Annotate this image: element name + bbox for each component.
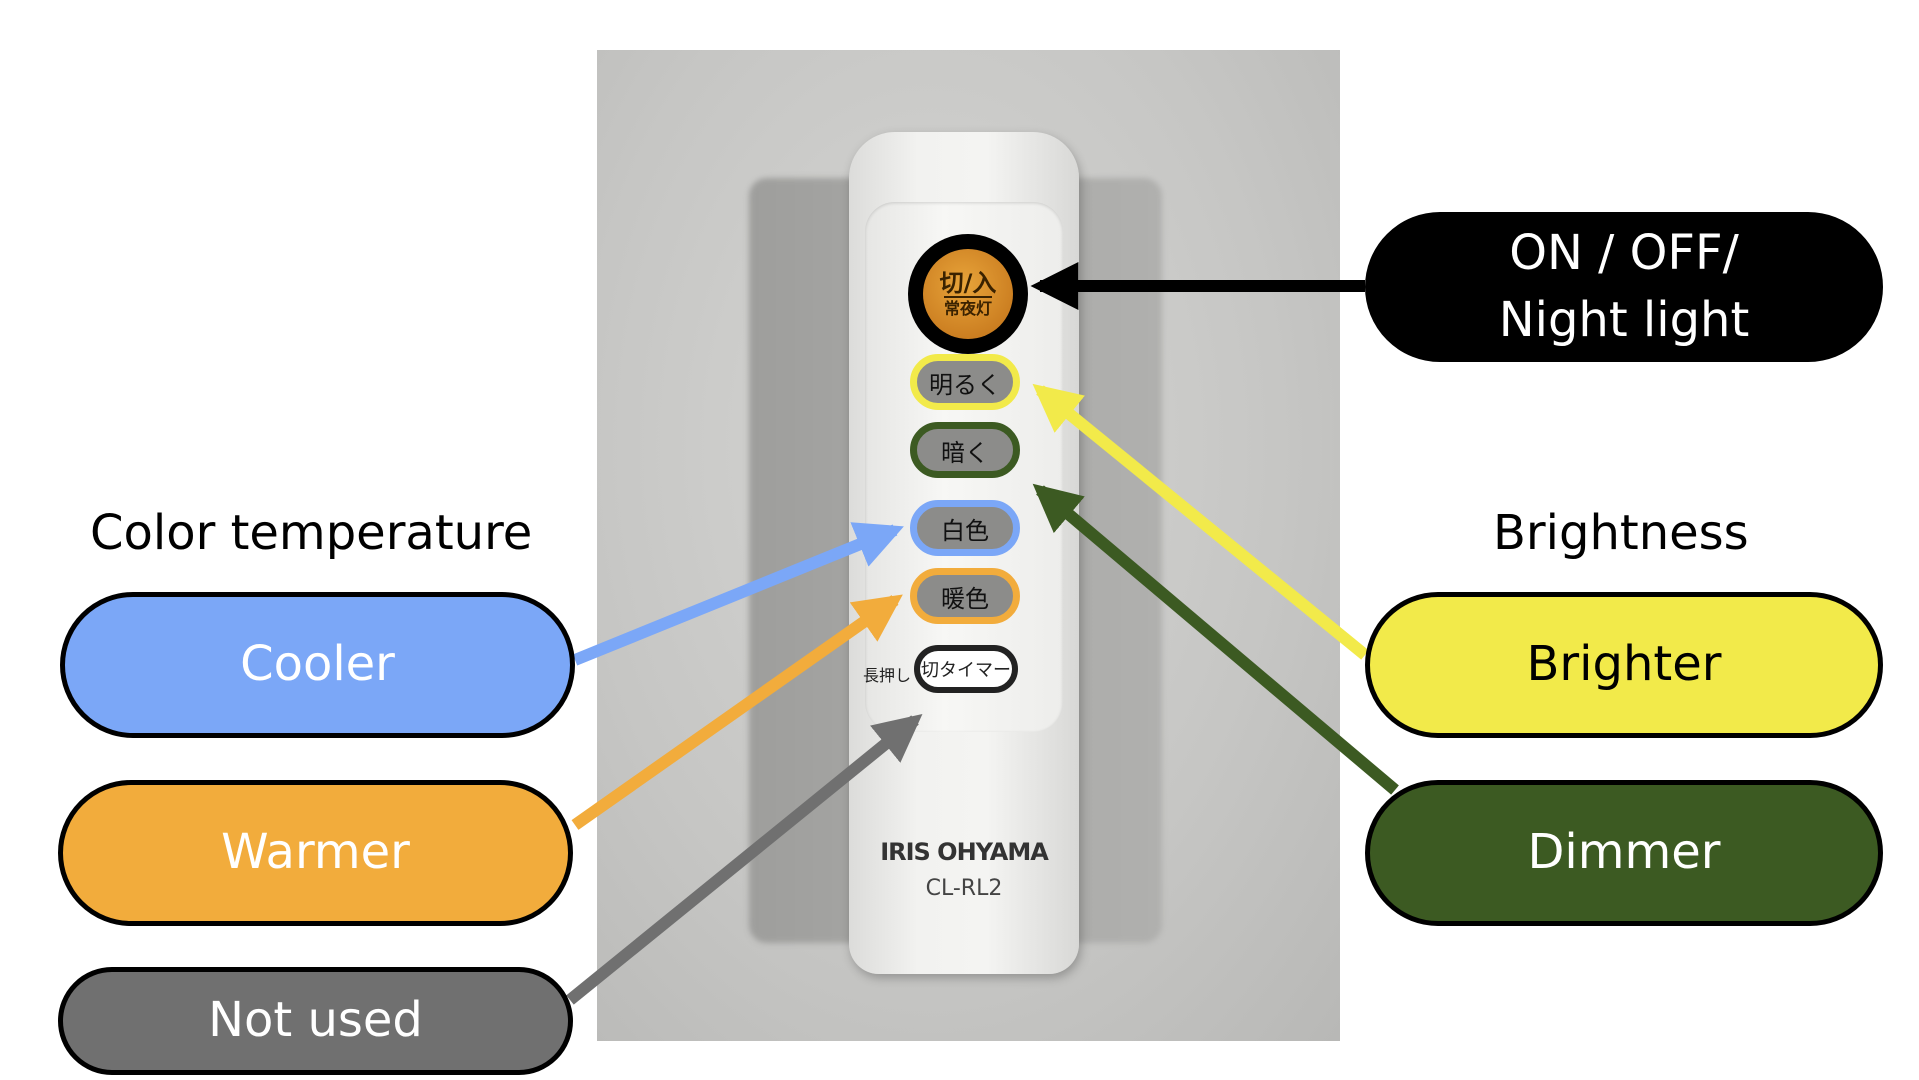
power-label-line2: Night light [1498, 292, 1750, 348]
power-label: ON / OFF/ Night light [1365, 212, 1883, 362]
brighter-arrow [1032, 383, 1369, 660]
power-button-label: 切/入 [939, 269, 997, 297]
brand-logo-text: IRIS OHYAMA [880, 838, 1049, 866]
dimmer-arrow [1032, 483, 1399, 795]
brighter-button[interactable]: 明るく [910, 354, 1020, 410]
dimmer-button[interactable]: 暗く [910, 422, 1020, 478]
warmer-label: Warmer [58, 780, 573, 926]
night-light-label: 常夜灯 [943, 296, 992, 318]
off-timer-button[interactable]: 切タイマー [914, 645, 1018, 693]
brightness-heading: Brightness [1493, 505, 1749, 561]
brighter-label: Brighter [1365, 592, 1883, 738]
power-button[interactable]: 切/入 常夜灯 [908, 234, 1028, 354]
cooler-button[interactable]: 白色 [910, 500, 1020, 556]
color-temperature-heading: Color temperature [90, 505, 533, 561]
not-used-label: Not used [58, 967, 573, 1075]
cooler-arrow [572, 522, 904, 666]
long-press-label: 長押し [863, 666, 912, 685]
dimmer-label: Dimmer [1365, 780, 1883, 926]
model-number: CL-RL2 [925, 876, 1003, 901]
not-used-arrow [566, 713, 923, 1005]
power-button-face: 切/入 常夜灯 [923, 249, 1013, 339]
warmer-arrow [571, 594, 903, 830]
cooler-label: Cooler [60, 592, 575, 738]
warmer-button[interactable]: 暖色 [910, 568, 1020, 624]
power-label-line1: ON / OFF/ [1509, 224, 1739, 281]
